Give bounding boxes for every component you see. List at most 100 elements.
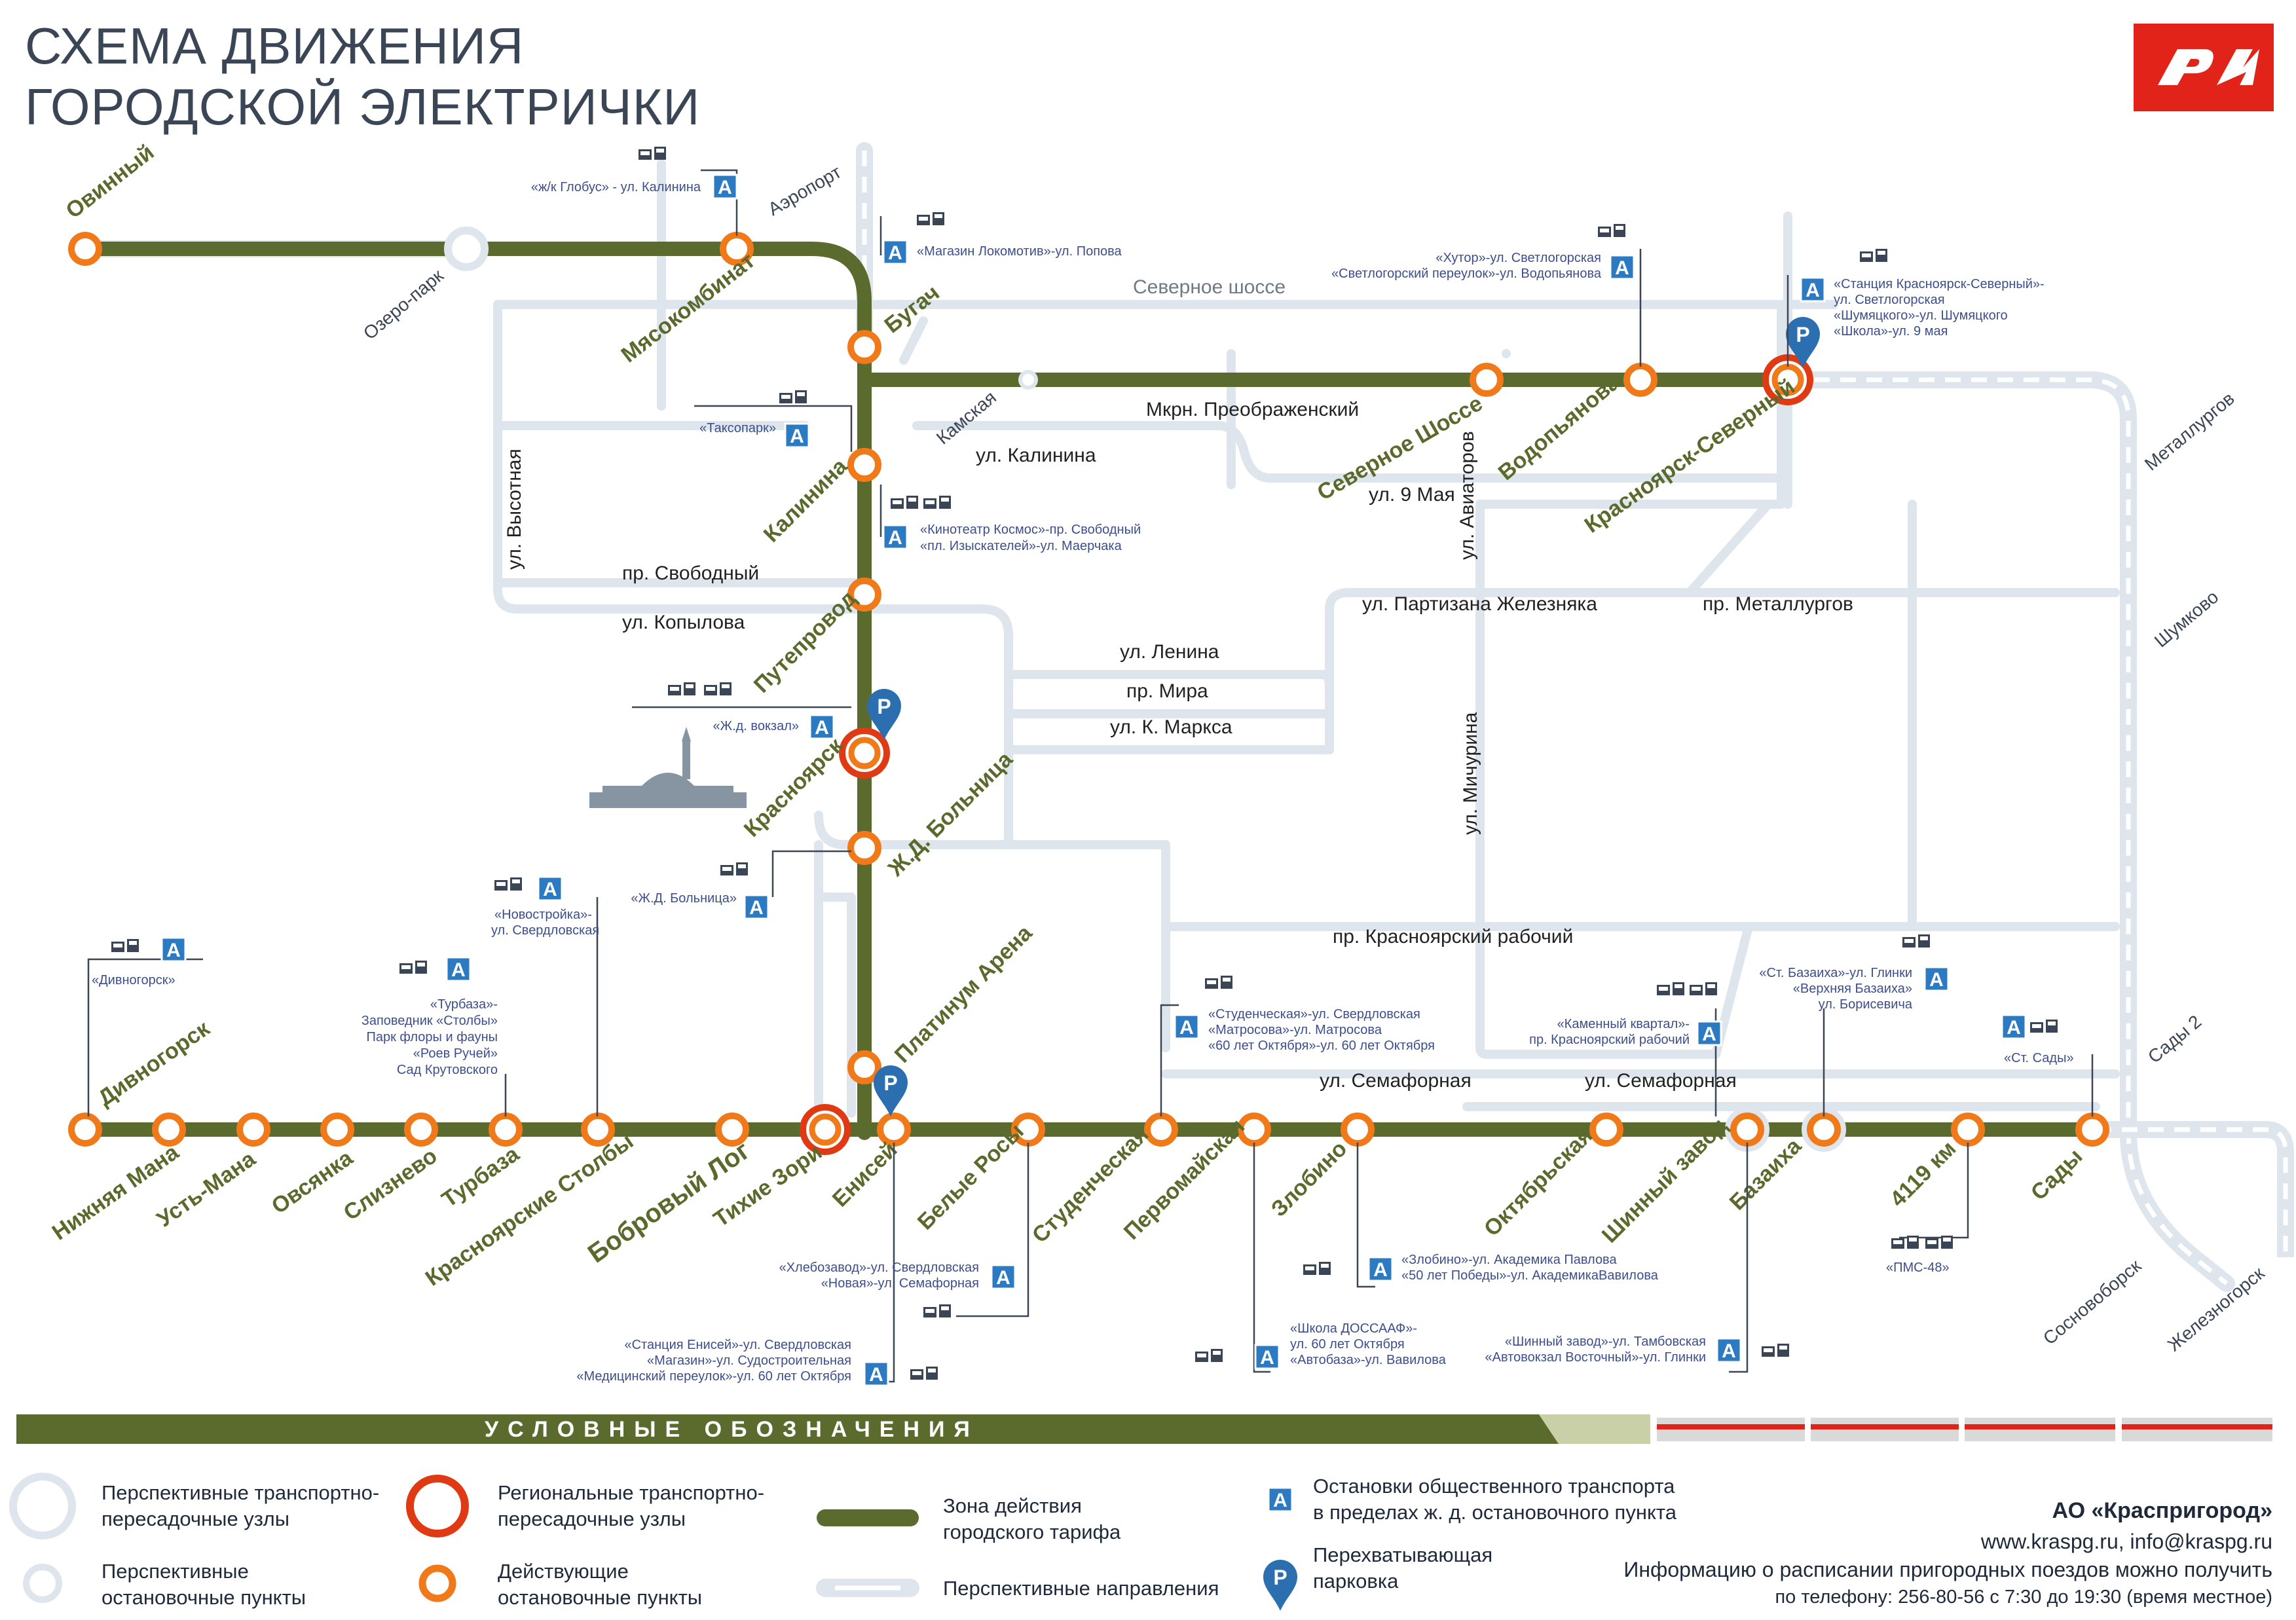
- stations-north[interactable]: [71, 230, 1810, 1081]
- bus-stop-icon: [2001, 1014, 2027, 1040]
- street-semafornaya-2: ул. Семафорная: [1585, 1070, 1737, 1092]
- station-vodopyanova[interactable]: [1627, 366, 1654, 394]
- label-sady: Сады: [2026, 1144, 2088, 1206]
- station-bugach[interactable]: [851, 333, 878, 361]
- vehicles-icon: [891, 496, 918, 509]
- station-shinny-zavod[interactable]: [1733, 1116, 1761, 1143]
- street-mira: пр. Мира: [1126, 680, 1208, 702]
- vehicles-icon: [1860, 249, 1887, 262]
- bus-zlobino-2: «50 лет Победы»-ул. АкадемикаВавилова: [1401, 1268, 1659, 1283]
- perspective-point-kamskaya[interactable]: [1018, 370, 1038, 390]
- station-sliznevo[interactable]: [324, 1116, 351, 1143]
- bus-stop-icon: [1174, 1014, 1200, 1040]
- station-ovsyanka[interactable]: [240, 1116, 267, 1143]
- street-partizana: ул. Партизана Железняка: [1362, 593, 1597, 615]
- legend-active-points-line2: остановочные пункты: [498, 1586, 702, 1609]
- label-kalinina: Калинина: [759, 453, 853, 547]
- bus-stop-icon: [1609, 254, 1635, 280]
- legend-regional-hubs-line2: пересадочные узлы: [498, 1507, 686, 1530]
- bus-khutor-1: «Хутор»-ул. Светлогорская: [1435, 251, 1601, 265]
- bus-stop-icon: [712, 174, 738, 200]
- street-k-marksa: ул. К. Маркса: [1110, 716, 1232, 738]
- vehicles-icon: [639, 147, 666, 160]
- bus-kosmos-1: «Кинотеатр Космос»-пр. Свободный: [920, 523, 1141, 537]
- legend-parking-line1: Перехватывающая: [1313, 1543, 1492, 1566]
- label-sosnovoborsk: Сосновоборск: [2039, 1255, 2145, 1349]
- vehicles-icon: [923, 496, 951, 509]
- legend-tariff-line1: Зона действия: [943, 1494, 1082, 1517]
- legend-active-points-line1: Действующие: [498, 1560, 629, 1583]
- label-ozero-park: Озеро-парк: [360, 265, 448, 344]
- street-aviatorov: ул. Авиаторов: [1456, 431, 1478, 560]
- bus-stop-icon: [1696, 1020, 1722, 1046]
- vehicles-icon: [1205, 976, 1232, 989]
- station-kalinina[interactable]: [851, 451, 878, 479]
- perspective-hub-ozero-park[interactable]: [448, 230, 485, 267]
- company-info-2: по телефону: 256-80-56 с 7:30 до 19:30 (…: [1775, 1587, 2272, 1608]
- street-kopylova: ул. Копылова: [622, 612, 745, 633]
- map-title-line1: СХЕМА ДВИЖЕНИЯ: [25, 17, 524, 75]
- label-platinum-arena: Платинум Арена: [890, 920, 1037, 1067]
- vehicles-icon: [779, 390, 807, 403]
- legend-perspective-hub-icon: [9, 1473, 76, 1539]
- station-turbaza[interactable]: [407, 1116, 435, 1143]
- legend-perspective-hubs-line1: Перспективные транспортно-: [102, 1481, 379, 1504]
- vehicles-icon: [399, 961, 427, 974]
- vehicles-icon: [704, 682, 731, 695]
- station-severnoe-shosse[interactable]: [1473, 366, 1500, 394]
- station-krasnoyarsk[interactable]: [842, 731, 887, 775]
- label-turbaza: Турбаза: [437, 1141, 525, 1213]
- vehicles-icon: [720, 862, 748, 875]
- street-9-maya: ул. 9 Мая: [1369, 484, 1455, 506]
- station-krasnoyarskie-stolby[interactable]: [584, 1116, 612, 1143]
- legend-perspective-points-line2: остановочные пункты: [102, 1586, 306, 1609]
- bus-stop-icon: [882, 239, 908, 265]
- legend-parking-icon: [1263, 1560, 1297, 1611]
- bus-severny-4: «Школа»-ул. 9 мая: [1834, 324, 1948, 339]
- station-bobrovy-log[interactable]: [718, 1116, 746, 1143]
- station-divnogorsk-dir[interactable]: [492, 1116, 519, 1143]
- label-ovinny: Овинный: [62, 139, 159, 223]
- bus-kosmos-2: «пл. Изыскателей»-ул. Маерчака: [920, 539, 1122, 553]
- street-severnoe-shosse: Северное шоссе: [1133, 276, 1286, 298]
- bus-enisey-2: «Магазин»-ул. Судостроительная: [647, 1353, 851, 1368]
- bus-turbaza-3: Парк флоры и фауны: [366, 1030, 498, 1044]
- bus-stop-icon: [990, 1264, 1016, 1290]
- parking-icon[interactable]: [874, 1065, 908, 1116]
- station-zhd-bolnitsa[interactable]: [851, 834, 878, 862]
- station-sady[interactable]: [2079, 1116, 2106, 1143]
- company-name: АО «Краспригород»: [2052, 1498, 2272, 1523]
- station-4119[interactable]: [1954, 1116, 1982, 1143]
- label-zhd-bolnitsa: Ж.Д. Больница: [883, 746, 1018, 881]
- station-ovinny[interactable]: [71, 235, 99, 263]
- bus-vokzal: «Ж.д. вокзал»: [713, 719, 799, 733]
- bus-severny-3: «Шумяцкого»-ул. Шумяцкого: [1834, 308, 2008, 323]
- label-shumkovo: Шумково: [2151, 587, 2222, 652]
- label-kamskaya: Камская: [933, 387, 1000, 449]
- station-ust-mana[interactable]: [155, 1116, 183, 1143]
- station-nizhnyaya-mana[interactable]: [71, 1116, 99, 1143]
- bus-stop-icon: [160, 936, 187, 963]
- bus-stop-icon: [1800, 276, 1826, 303]
- bus-stop-icon: [1716, 1337, 1742, 1363]
- bus-khlebozavod-2: «Новая»-ул. Семафорная: [821, 1276, 979, 1291]
- map-title-line2: ГОРОДСКОЙ ЭЛЕКТРИЧКИ: [25, 78, 700, 136]
- station-bazaikha[interactable]: [1810, 1116, 1838, 1143]
- label-metallurgov: Металлургов: [2141, 388, 2238, 475]
- legend-tariff-line2: городского тарифа: [943, 1520, 1121, 1543]
- vehicles-icon: [494, 877, 522, 891]
- bus-stop-icon: [863, 1361, 889, 1387]
- label-bugach: Бугач: [880, 280, 944, 338]
- vehicles-icon: [1902, 934, 1930, 948]
- street-kalinina: ул. Калинина: [976, 445, 1096, 466]
- station-zlobino[interactable]: [1344, 1116, 1371, 1143]
- train-images: [1657, 1418, 2272, 1441]
- legend-active-point-icon: [418, 1564, 456, 1602]
- bus-turbaza-4: «Роев Ручей»: [413, 1046, 498, 1061]
- station-platinum-arena[interactable]: [851, 1054, 878, 1081]
- label-krasnoyarsk-severny: Красноярск-Северный: [1580, 374, 1800, 538]
- bus-bazaikha-1: «Ст. Базаиха»-ул. Глинки: [1759, 966, 1912, 980]
- street-michurina: ул. Мичурина: [1460, 712, 1481, 835]
- bus-bolnitsa: «Ж.Д. Больница»: [631, 891, 737, 906]
- station-oktyabrskaya[interactable]: [1593, 1116, 1620, 1143]
